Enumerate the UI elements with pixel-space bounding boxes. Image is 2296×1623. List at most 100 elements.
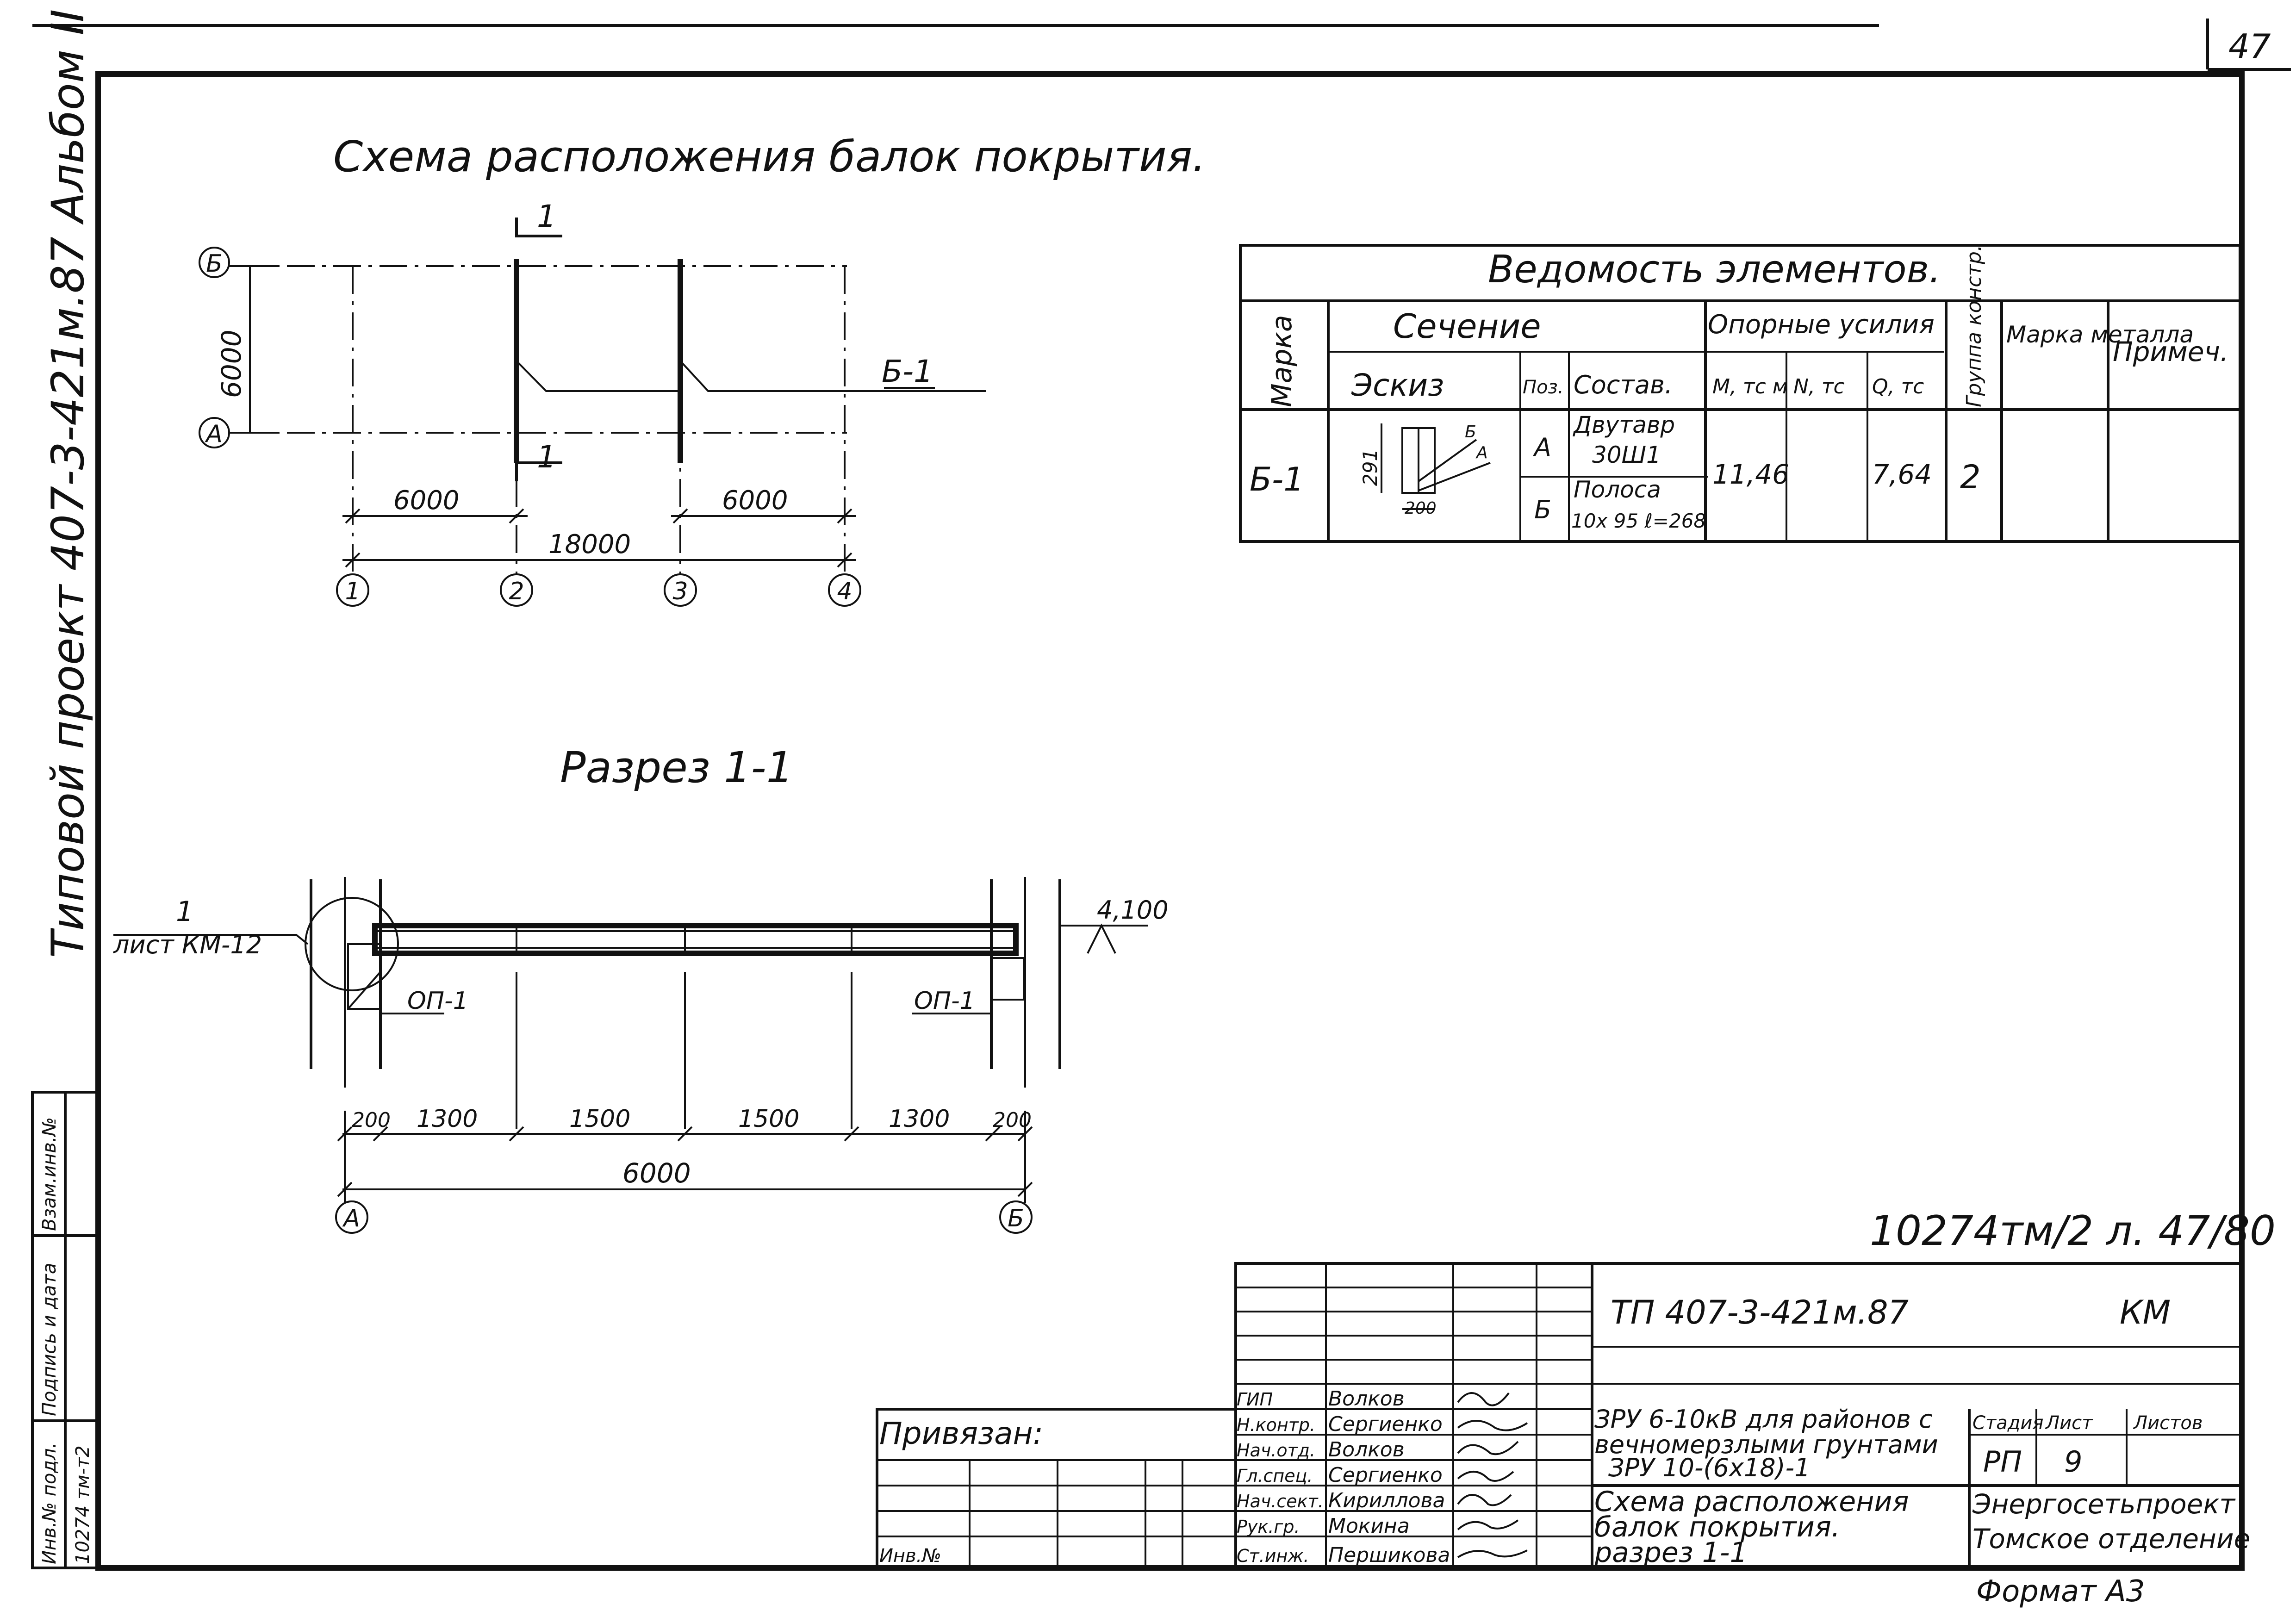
spec-h-sostav: Состав. bbox=[1574, 370, 1673, 399]
sheet-name-line-2: балок покрытия. bbox=[1594, 1511, 1840, 1543]
section-mark-bottom bbox=[515, 461, 562, 481]
project-line-1: ЗРУ 6-10кВ для районов с bbox=[1594, 1405, 1933, 1434]
plan-title: Схема расположения балок покрытия. bbox=[333, 132, 1206, 181]
detail-callout-number: 1 bbox=[176, 895, 193, 928]
section-sketch: 291 200 Б А bbox=[1359, 423, 1491, 518]
spec-h-poz: Поз. bbox=[1523, 377, 1564, 398]
sketch-label-a: А bbox=[1475, 443, 1488, 462]
axis-label-col-4: 4 bbox=[837, 578, 852, 605]
spec-row-sostav-a1: Двутавр bbox=[1573, 411, 1675, 438]
support-left-label: ОП-1 bbox=[407, 987, 468, 1015]
section-beam bbox=[372, 923, 1019, 956]
left-support-block bbox=[347, 943, 381, 1010]
drawing-frame bbox=[95, 71, 2245, 1571]
spec-row-sostav-b1: Полоса bbox=[1574, 476, 1661, 503]
spec-h-eskiz: Эскиз bbox=[1351, 367, 1444, 403]
name-6: Першикова bbox=[1328, 1543, 1450, 1567]
spec-row-poz-b: Б bbox=[1534, 495, 1551, 524]
right-support-block bbox=[990, 957, 1025, 1001]
sign-date-label: Подпись и дата bbox=[39, 1263, 60, 1416]
signatures bbox=[1457, 1392, 1528, 1558]
section-dim-2: 1500 bbox=[569, 1105, 630, 1133]
spec-h-marka: Марка bbox=[1266, 315, 1298, 407]
inv-no-value: 10274 тм-т2 bbox=[72, 1445, 93, 1564]
plan-dim-total: 18000 bbox=[548, 529, 631, 560]
stamp-h-listov: Листов bbox=[2133, 1412, 2203, 1434]
spec-h-marka-met: Марка металла bbox=[2006, 321, 2194, 348]
axis-label-row-a: А bbox=[205, 420, 223, 448]
axis-bubble-col-3 bbox=[664, 573, 697, 607]
beam-leader-line bbox=[679, 360, 986, 392]
axis-bubble-col-4 bbox=[828, 573, 861, 607]
section-dim-1: 1300 bbox=[417, 1105, 478, 1133]
axis-label-col-3: 3 bbox=[672, 578, 688, 605]
sketch-label-b: Б bbox=[1465, 423, 1476, 442]
org-line-2: Томское отделение bbox=[1972, 1523, 2250, 1555]
role-4: Нач.сект. bbox=[1237, 1491, 1324, 1511]
stamp-list: 9 bbox=[2064, 1445, 2082, 1479]
project-line-2: вечномерзлыми грунтами bbox=[1594, 1430, 1938, 1459]
sheet-number: 47 bbox=[2228, 27, 2271, 66]
left-margin-stamp: Взам.инв.№ Подпись и дата Инв.№ подл. 10… bbox=[31, 1091, 100, 1569]
name-3: Сергиенко bbox=[1328, 1463, 1443, 1487]
section-axis-bubble-a bbox=[335, 1200, 368, 1234]
spec-row-m: 11,46 bbox=[1712, 459, 1789, 490]
plan-drawing: Б-1 1 1 6000 Б А 6000 6000 18000 bbox=[199, 199, 986, 607]
role-3: Гл.спец. bbox=[1237, 1466, 1313, 1486]
spec-row-poz-a: А bbox=[1533, 433, 1551, 462]
section-dim-total: 6000 bbox=[622, 1157, 691, 1189]
axis-label-col-2: 2 bbox=[509, 578, 524, 605]
section-axis-label-a: А bbox=[342, 1205, 360, 1232]
stamp-h-list: Лист bbox=[2045, 1412, 2093, 1434]
stamp-km: КМ bbox=[2120, 1293, 2171, 1331]
org-line-1: Энергосетьпроект bbox=[1972, 1488, 2236, 1520]
name-2: Волков bbox=[1328, 1438, 1405, 1461]
spec-row-gruppa: 2 bbox=[1960, 458, 1981, 496]
detail-callout-circle bbox=[305, 897, 399, 991]
section-axis-bubble-b bbox=[999, 1200, 1033, 1234]
support-right-label: ОП-1 bbox=[914, 987, 975, 1015]
plan-beam-label: Б-1 bbox=[882, 354, 933, 389]
sheet-name-line-3: разрез 1-1 bbox=[1594, 1536, 1748, 1569]
spec-table-frame bbox=[1239, 244, 2241, 543]
document-code: 10274тм/2 л. 47/80 bbox=[1870, 1207, 2276, 1255]
sketch-width: 200 bbox=[1405, 499, 1437, 518]
plan-dim-left: 6000 bbox=[393, 485, 460, 516]
section-dim-4: 1300 bbox=[889, 1105, 950, 1133]
sheet-name-line-1: Схема расположения bbox=[1594, 1486, 1909, 1518]
axis-bubble-row-b bbox=[199, 247, 230, 278]
spec-row-marka: Б-1 bbox=[1250, 460, 1304, 498]
spec-h-sechenie: Сечение bbox=[1393, 307, 1541, 346]
section-drawing: 1 лист КМ-12 ОП-1 ОП-1 4,100 200 1300 15… bbox=[113, 877, 1169, 1234]
role-0: ГИП bbox=[1237, 1389, 1273, 1410]
role-1: Н.контр. bbox=[1237, 1415, 1315, 1435]
role-6: Ст.инж. bbox=[1237, 1546, 1309, 1566]
project-line-3: ЗРУ 10-(6х18)-1 bbox=[1608, 1453, 1810, 1482]
inv-no-label: Инв.№ подл. bbox=[39, 1443, 60, 1564]
detail-callout-ref: лист КМ-12 bbox=[113, 930, 262, 959]
name-1: Сергиенко bbox=[1328, 1412, 1443, 1436]
plan-dim-right: 6000 bbox=[722, 485, 788, 516]
vertical-project-title: Типовой проект 407-3-421м.87 Альбом II bbox=[42, 9, 94, 958]
elevation-mark: 4,100 bbox=[1097, 895, 1169, 925]
privyazan-label: Привязан: bbox=[879, 1416, 1043, 1451]
spec-row-sostav-a2: 30Ш1 bbox=[1592, 442, 1661, 468]
spec-row-sostav-b2: 10х 95 ℓ=268 bbox=[1571, 510, 1706, 532]
section-dim-3: 1500 bbox=[738, 1105, 799, 1133]
axis-bubble-col-2 bbox=[500, 573, 533, 607]
spec-h-opornye: Опорные усилия bbox=[1708, 310, 1935, 340]
spec-h-primech: Примеч. bbox=[2113, 336, 2228, 367]
role-2: Нач.отд. bbox=[1237, 1440, 1315, 1461]
section-title: Разрез 1-1 bbox=[560, 743, 793, 792]
inv-no-stamp-label: Инв.№ bbox=[879, 1545, 941, 1567]
name-5: Мокина bbox=[1328, 1514, 1410, 1538]
stamp-h-stadia: Стадия bbox=[1972, 1412, 2043, 1434]
axis-label-row-b: Б bbox=[206, 250, 223, 278]
section-axis-label-b: Б bbox=[1008, 1205, 1024, 1232]
section-mark-bottom-label: 1 bbox=[537, 439, 556, 475]
title-block: Привязан: Инв.№ ГИП Н.контр. Нач.отд. Гл… bbox=[876, 1262, 2250, 1569]
spec-h-m: M, тс м bbox=[1712, 375, 1788, 398]
spec-table-title: Ведомость элементов. bbox=[1488, 248, 1941, 292]
beam-stiffeners bbox=[516, 926, 852, 953]
